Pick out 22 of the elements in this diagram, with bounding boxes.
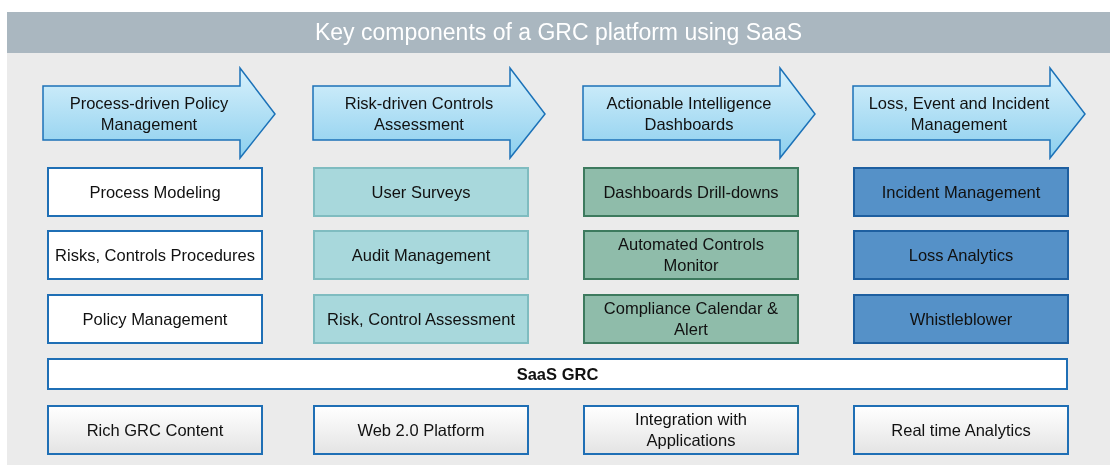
- component-box: Policy Management: [47, 294, 263, 344]
- platform-bar: SaaS GRC: [47, 358, 1068, 390]
- component-box: Risks, Controls Procedures: [47, 230, 263, 280]
- component-box: Rich GRC Content: [47, 405, 263, 455]
- component-box: Audit Management: [313, 230, 529, 280]
- component-box: Process Modeling: [47, 167, 263, 217]
- component-box: Integration with Applications: [583, 405, 799, 455]
- node-text: Risk-driven Controls Assessment: [343, 93, 495, 135]
- component-box: User Surveys: [313, 167, 529, 217]
- node-text: Actionable Intelligence Dashboards: [605, 93, 773, 135]
- component-box: Whistleblower: [853, 294, 1069, 344]
- node-text: Loss, Event and Incident Management: [867, 93, 1051, 135]
- component-box: Compliance Calendar & Alert: [583, 294, 799, 344]
- component-box: Dashboards Drill-downs: [583, 167, 799, 217]
- component-box: Incident Management: [853, 167, 1069, 217]
- node-text: Process-driven Policy Management: [68, 93, 230, 135]
- component-box: Risk, Control Assessment: [313, 294, 529, 344]
- component-box: Loss Analytics: [853, 230, 1069, 280]
- component-box: Automated Controls Monitor: [583, 230, 799, 280]
- title: Key components of a GRC platform using SaaS: [7, 12, 1110, 53]
- component-box: Real time Analytics: [853, 405, 1069, 455]
- component-box: Web 2.0 Platform: [313, 405, 529, 455]
